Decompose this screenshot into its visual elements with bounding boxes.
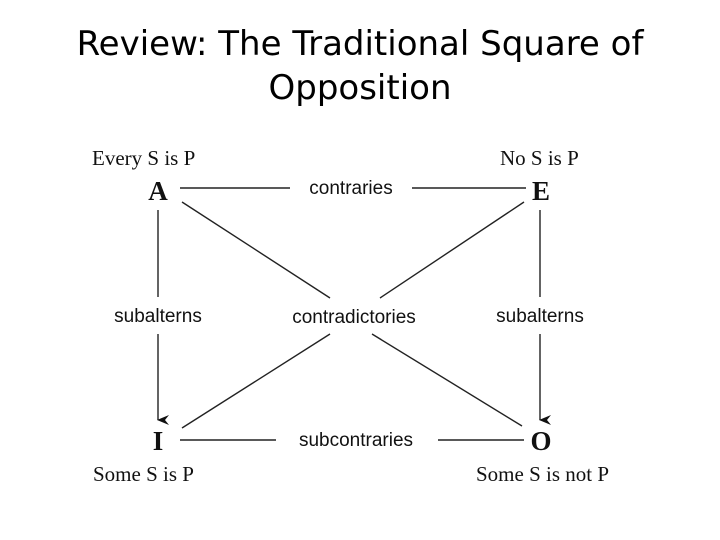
- contradictories-diagonal-e-i-upper: [379, 201, 525, 299]
- relation-subalterns-right-label: subalterns: [496, 306, 584, 327]
- relation-contraries-label: contraries: [309, 178, 392, 199]
- contradictories-diagonal-a-o-upper: [181, 201, 331, 299]
- corner-a-proposition: Every S is P: [92, 146, 195, 170]
- corner-i-proposition: Some S is P: [93, 462, 194, 486]
- slide-title-line-1: Review: The Traditional Square of: [76, 24, 644, 64]
- relation-contradictories-label: contradictories: [292, 307, 416, 328]
- slide-title-line-2: Opposition: [268, 68, 452, 108]
- relation-subalterns-left-label: subalterns: [114, 306, 202, 327]
- slide-title: Review: The Traditional Square of Opposi…: [0, 22, 720, 110]
- corner-i-letter: I: [153, 426, 164, 456]
- corner-o-proposition: Some S is not P: [476, 462, 609, 486]
- contradictories-diagonal-a-o-lower: [371, 333, 523, 427]
- relation-subcontraries-label: subcontraries: [299, 430, 413, 451]
- corner-e-proposition: No S is P: [500, 146, 579, 170]
- contradictories-diagonal-e-i-lower: [181, 333, 331, 429]
- corner-e-letter: E: [532, 176, 550, 206]
- corner-a-letter: A: [148, 176, 168, 206]
- corner-o-letter: O: [530, 426, 551, 456]
